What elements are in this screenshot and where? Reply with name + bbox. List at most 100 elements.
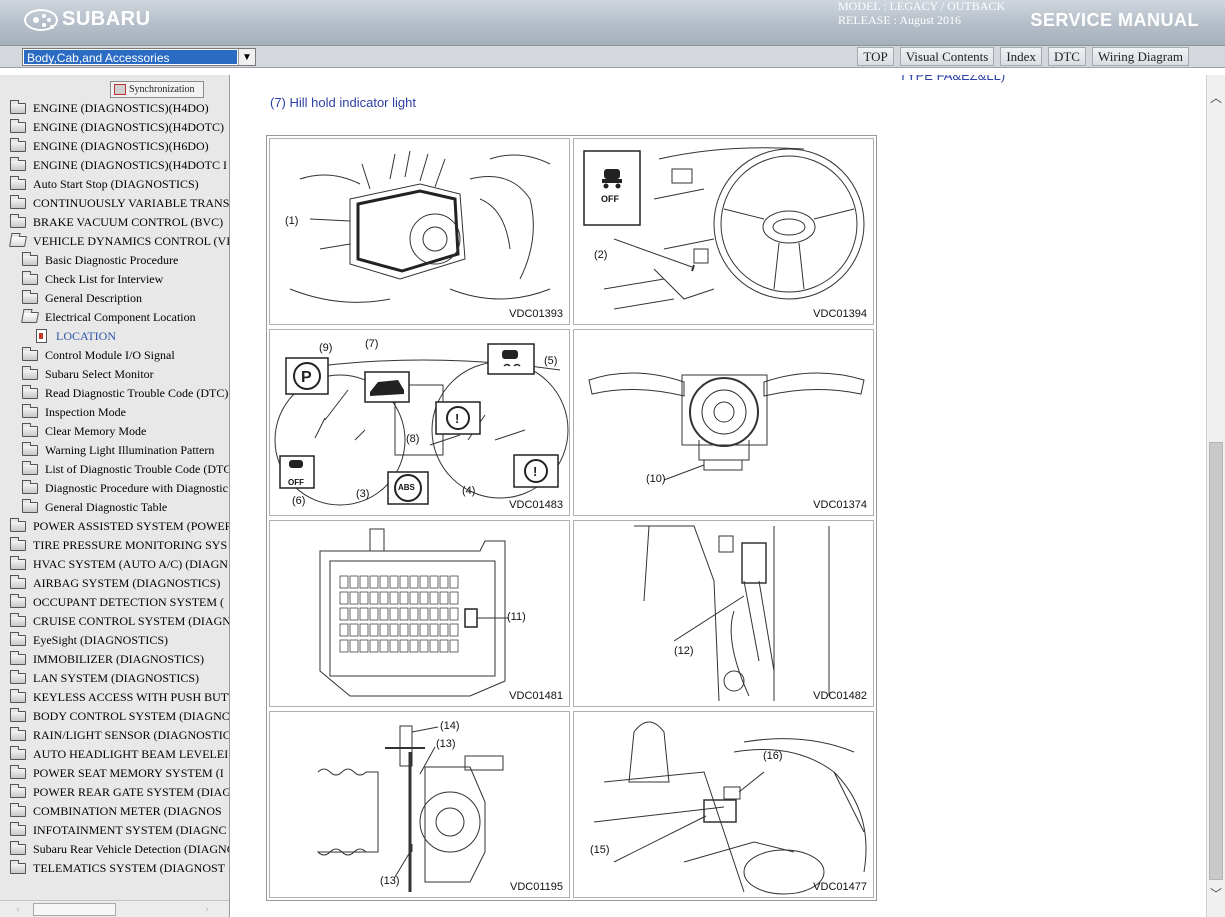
tree-item-label: Clear Memory Mode bbox=[45, 424, 147, 438]
callout-4: (4) bbox=[462, 485, 476, 497]
tree-folder-item[interactable]: LAN SYSTEM (DIAGNOSTICS) bbox=[0, 669, 229, 688]
sync-icon bbox=[114, 84, 126, 95]
tree-folder-item[interactable]: OCCUPANT DETECTION SYSTEM ( bbox=[0, 593, 229, 612]
content-vertical-scrollbar[interactable]: ︿ ﹀ bbox=[1206, 75, 1225, 917]
scroll-right-icon[interactable]: › bbox=[205, 901, 209, 915]
tree-folder-item[interactable]: COMBINATION METER (DIAGNOS bbox=[0, 802, 229, 821]
figure-combination-meter[interactable]: P ! ! bbox=[269, 329, 570, 516]
tree-folder-item[interactable]: CRUISE CONTROL SYSTEM (DIAGN bbox=[0, 612, 229, 631]
tree-folder-item[interactable]: ENGINE (DIAGNOSTICS)(H4DO) bbox=[0, 99, 229, 118]
figure-console-switch[interactable]: (16) (15) VDC01477 bbox=[573, 711, 874, 898]
scroll-left-icon[interactable]: ‹ bbox=[16, 901, 20, 915]
tree-folder-item[interactable]: EyeSight (DIAGNOSTICS) bbox=[0, 631, 229, 650]
top-button[interactable]: TOP bbox=[857, 47, 894, 66]
tree-item-label: ENGINE (DIAGNOSTICS)(H4DOTC I bbox=[33, 158, 227, 172]
dtc-button[interactable]: DTC bbox=[1047, 47, 1086, 66]
wiring-diagram-button[interactable]: Wiring Diagram bbox=[1091, 47, 1189, 66]
figure-code: VDC01394 bbox=[813, 308, 867, 320]
folder-icon bbox=[10, 746, 26, 760]
tree-folder-item[interactable]: AUTO HEADLIGHT BEAM LEVELEI bbox=[0, 745, 229, 764]
callout-6: (6) bbox=[292, 495, 306, 507]
tree-folder-item[interactable]: TIRE PRESSURE MONITORING SYS bbox=[0, 536, 229, 555]
tree-folder-item[interactable]: HVAC SYSTEM (AUTO A/C) (DIAGN bbox=[0, 555, 229, 574]
tree-document-item[interactable]: LOCATION bbox=[0, 327, 229, 346]
folder-icon bbox=[22, 347, 38, 361]
tree-folder-item[interactable]: ENGINE (DIAGNOSTICS)(H4DOTC) bbox=[0, 118, 229, 137]
figure-fuse-box[interactable]: (11) VDC01481 bbox=[269, 520, 570, 707]
tree-folder-item[interactable]: Warning Light Illumination Pattern bbox=[0, 441, 229, 460]
figure-code: VDC01481 bbox=[509, 690, 563, 702]
synchronization-button[interactable]: Synchronization bbox=[110, 81, 204, 98]
figure-hydraulic-unit[interactable]: (1) VDC01393 bbox=[269, 138, 570, 325]
chevron-down-icon[interactable]: ▼ bbox=[238, 49, 255, 65]
tree-folder-item[interactable]: BODY CONTROL SYSTEM (DIAGNC bbox=[0, 707, 229, 726]
tree-folder-item[interactable]: Control Module I/O Signal bbox=[0, 346, 229, 365]
tree-folder-item[interactable]: Diagnostic Procedure with Diagnostic bbox=[0, 479, 229, 498]
scroll-up-icon[interactable]: ︿ bbox=[1210, 91, 1223, 105]
tree-folder-item[interactable]: CONTINUOUSLY VARIABLE TRANS bbox=[0, 194, 229, 213]
folder-icon bbox=[22, 252, 38, 266]
folder-icon bbox=[10, 670, 26, 684]
tree-item-label: ENGINE (DIAGNOSTICS)(H4DO) bbox=[33, 101, 209, 115]
tree-folder-item[interactable]: Inspection Mode bbox=[0, 403, 229, 422]
fuse-slot bbox=[399, 591, 409, 605]
tree-folder-item[interactable]: POWER SEAT MEMORY SYSTEM (I bbox=[0, 764, 229, 783]
tree-item-label: POWER REAR GATE SYSTEM (DIAG bbox=[33, 785, 230, 799]
tree-item-label: INFOTAINMENT SYSTEM (DIAGNC bbox=[33, 823, 227, 837]
folder-icon bbox=[22, 423, 38, 437]
index-button[interactable]: Index bbox=[1000, 47, 1042, 66]
tree-folder-item[interactable]: Subaru Rear Vehicle Detection (DIAGNC bbox=[0, 840, 229, 859]
tree-folder-item[interactable]: IMMOBILIZER (DIAGNOSTICS) bbox=[0, 650, 229, 669]
service-manual-title: SERVICE MANUAL bbox=[1030, 10, 1199, 30]
tree-folder-item[interactable]: Check List for Interview bbox=[0, 270, 229, 289]
tree-folder-item[interactable]: RAIN/LIGHT SENSOR (DIAGNOSTIC bbox=[0, 726, 230, 745]
off-icon-text: OFF bbox=[601, 194, 619, 204]
tree-folder-item[interactable]: ENGINE (DIAGNOSTICS)(H6DO) bbox=[0, 137, 229, 156]
tree-folder-item[interactable]: POWER REAR GATE SYSTEM (DIAG bbox=[0, 783, 230, 802]
fuse-slot bbox=[409, 607, 419, 621]
heading-number: (7) bbox=[270, 95, 286, 110]
tree-folder-item[interactable]: VEHICLE DYNAMICS CONTROL (VI bbox=[0, 232, 229, 251]
tree-item-label: OCCUPANT DETECTION SYSTEM ( bbox=[33, 595, 225, 609]
tree-folder-item[interactable]: Electrical Component Location bbox=[0, 308, 229, 327]
tree-folder-item[interactable]: POWER ASSISTED SYSTEM (POWER bbox=[0, 517, 229, 536]
folder-icon bbox=[10, 556, 26, 570]
tree-folder-item[interactable]: General Description bbox=[0, 289, 229, 308]
tree-folder-item[interactable]: KEYLESS ACCESS WITH PUSH BUTT bbox=[0, 688, 230, 707]
tree-item-label: Check List for Interview bbox=[45, 272, 164, 286]
fuse-slot bbox=[379, 639, 389, 653]
tree-item-label: RAIN/LIGHT SENSOR (DIAGNOSTIC bbox=[33, 728, 230, 742]
hydraulic-unit-illustration bbox=[289, 150, 551, 303]
synchronization-label: Synchronization bbox=[129, 84, 195, 95]
scroll-down-icon[interactable]: ﹀ bbox=[1210, 887, 1223, 901]
callout-2: (2) bbox=[594, 249, 608, 261]
tree-folder-item[interactable]: Auto Start Stop (DIAGNOSTICS) bbox=[0, 175, 229, 194]
folder-icon bbox=[22, 404, 38, 418]
tree-folder-item[interactable]: BRAKE VACUUM CONTROL (BVC) bbox=[0, 213, 229, 232]
fuse-slot bbox=[419, 639, 429, 653]
tree-item-label: KEYLESS ACCESS WITH PUSH BUTT bbox=[33, 690, 230, 704]
figure-wheel-speed-sensor[interactable]: (14) (13) (13) VDC01195 bbox=[269, 711, 570, 898]
scrollbar-thumb[interactable] bbox=[1209, 442, 1223, 880]
figure-vdc-off-switch[interactable]: OFF (2) VDC01394 bbox=[573, 138, 874, 325]
fuse-slot bbox=[379, 591, 389, 605]
tree-folder-item[interactable]: TELEMATICS SYSTEM (DIAGNOST bbox=[0, 859, 229, 878]
tree-folder-item[interactable]: Basic Diagnostic Procedure bbox=[0, 251, 229, 270]
tree-folder-item[interactable]: Subaru Select Monitor bbox=[0, 365, 229, 384]
figure-code: VDC01374 bbox=[813, 499, 867, 511]
section-select[interactable]: Body,Cab,and Accessories ▼ bbox=[22, 48, 256, 66]
scrollbar-thumb[interactable] bbox=[33, 903, 116, 916]
tree-folder-item[interactable]: INFOTAINMENT SYSTEM (DIAGNC bbox=[0, 821, 229, 840]
visual-contents-button[interactable]: Visual Contents bbox=[899, 47, 995, 66]
figure-pedal-switch[interactable]: (12) VDC01482 bbox=[573, 520, 874, 707]
tree-folder-item[interactable]: Clear Memory Mode bbox=[0, 422, 229, 441]
tree-folder-item[interactable]: General Diagnostic Table bbox=[0, 498, 229, 517]
figure-steering-angle-sensor[interactable]: (10) VDC01374 bbox=[573, 329, 874, 516]
sidebar-horizontal-scrollbar[interactable]: ‹ › bbox=[0, 900, 229, 917]
tree-folder-item[interactable]: List of Diagnostic Trouble Code (DTC bbox=[0, 460, 229, 479]
tree-folder-item[interactable]: Read Diagnostic Trouble Code (DTC) bbox=[0, 384, 229, 403]
tree-folder-item[interactable]: AIRBAG SYSTEM (DIAGNOSTICS) bbox=[0, 574, 229, 593]
tree-folder-item[interactable]: ENGINE (DIAGNOSTICS)(H4DOTC I bbox=[0, 156, 229, 175]
center-console-illustration bbox=[593, 721, 867, 895]
fuse-slot bbox=[369, 575, 379, 589]
